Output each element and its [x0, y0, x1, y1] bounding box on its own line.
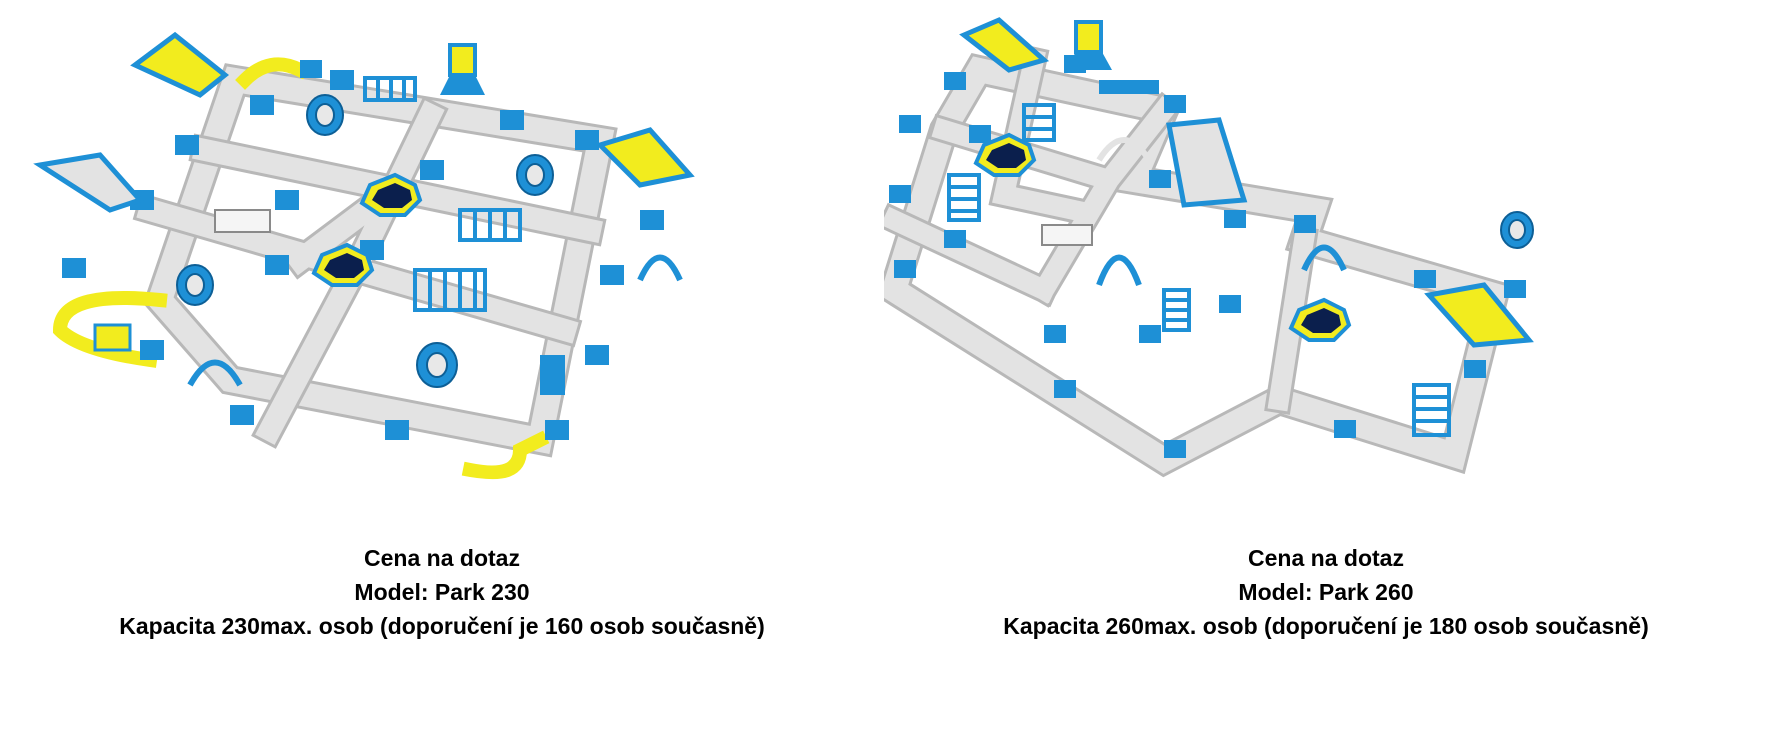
- capacity-text: Kapacita 230max. osob (doporučení je 160…: [119, 613, 765, 639]
- price-text: Cena na dotaz: [1248, 545, 1404, 571]
- slide-icon: [33, 31, 695, 213]
- tube-icon: [176, 94, 554, 388]
- climbing-tower-icon: [1064, 20, 1112, 70]
- arch-icon: [187, 254, 683, 387]
- park-260-blue-pads: [889, 55, 1526, 458]
- park-230-caption: Cena na dotaz Model: Park 230 Kapacita 2…: [0, 541, 884, 643]
- park-260-panel: Cena na dotaz Model: Park 260 Kapacita 2…: [884, 0, 1768, 731]
- arch-icon: [1096, 137, 1347, 287]
- trampoline-icon: [973, 132, 1352, 342]
- price-text: Cena na dotaz: [364, 545, 520, 571]
- ladder-icon: [363, 76, 522, 312]
- model-text: Model: Park 260: [1238, 579, 1414, 605]
- ladder-icon: [947, 103, 1451, 437]
- capacity-text: Kapacita 260max. osob (doporučení je 180…: [1003, 613, 1649, 639]
- park-230-panel: Cena na dotaz Model: Park 230 Kapacita 2…: [0, 31, 884, 643]
- tube-icon: [1500, 211, 1534, 249]
- park-230-blue-pads: [62, 60, 664, 440]
- slide-icon: [959, 17, 1534, 348]
- park-230-illustration: [33, 31, 695, 480]
- balance-beam-icon: [93, 209, 565, 395]
- climbing-tower-icon: [440, 43, 485, 95]
- park-260-illustration: [884, 17, 1534, 478]
- park-260-caption: Cena na dotaz Model: Park 260 Kapacita 2…: [884, 541, 1768, 643]
- trampoline-icon: [311, 172, 423, 287]
- model-text: Model: Park 230: [354, 579, 530, 605]
- balance-beam-icon: [1041, 80, 1159, 246]
